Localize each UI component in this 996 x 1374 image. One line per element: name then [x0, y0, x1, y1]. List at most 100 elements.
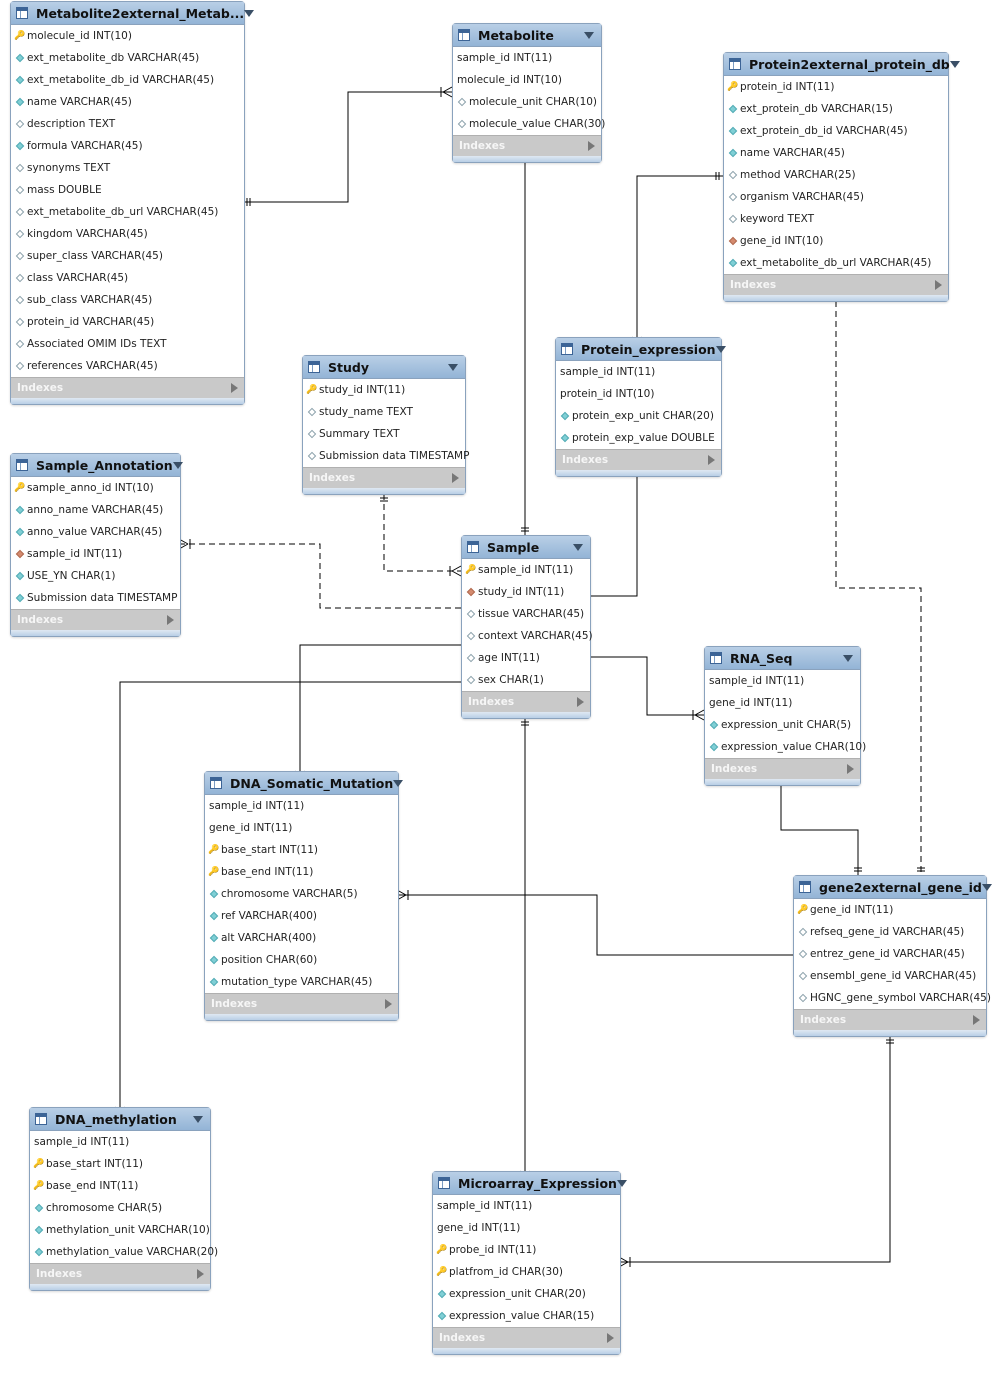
indexes-section[interactable]: Indexes: [794, 1009, 986, 1030]
expand-arrow-icon[interactable]: [385, 999, 392, 1009]
collapse-arrow-icon[interactable]: [448, 363, 458, 371]
table-metabolite[interactable]: Metabolite sample_id INT(11)molecule_id …: [452, 23, 605, 163]
indexes-section[interactable]: Indexes: [303, 467, 465, 488]
column-row[interactable]: sample_id INT(11): [705, 670, 860, 692]
table-header[interactable]: Protein_expression: [556, 338, 726, 361]
column-row[interactable]: context VARCHAR(45): [462, 625, 593, 647]
indexes-section[interactable]: Indexes: [453, 135, 601, 156]
column-row[interactable]: ext_metabolite_db_url VARCHAR(45): [11, 201, 244, 223]
table-rna-seq[interactable]: RNA_Seq sample_id INT(11)gene_id INT(11)…: [704, 646, 866, 786]
column-row[interactable]: sample_id INT(11): [205, 795, 398, 817]
column-row[interactable]: study_name TEXT: [303, 401, 465, 423]
table-header[interactable]: Sample_Annotation: [11, 454, 183, 477]
table-header[interactable]: Protein2external_protein_db: [724, 53, 960, 76]
column-row[interactable]: keyword TEXT: [724, 208, 948, 230]
column-row[interactable]: anno_value VARCHAR(45): [11, 521, 180, 543]
expand-arrow-icon[interactable]: [167, 615, 174, 625]
column-row[interactable]: Associated OMIM IDs TEXT: [11, 333, 244, 355]
table-header[interactable]: RNA_Seq: [705, 647, 860, 670]
column-row[interactable]: organism VARCHAR(45): [724, 186, 948, 208]
table-header[interactable]: Study: [303, 356, 465, 379]
column-row[interactable]: anno_name VARCHAR(45): [11, 499, 180, 521]
column-row[interactable]: sample_id INT(11): [11, 543, 180, 565]
column-row[interactable]: tissue VARCHAR(45): [462, 603, 590, 625]
expand-arrow-icon[interactable]: [588, 141, 595, 151]
collapse-arrow-icon[interactable]: [193, 1115, 203, 1123]
column-row[interactable]: mutation_type VARCHAR(45): [205, 971, 398, 993]
column-row[interactable]: sub_class VARCHAR(45): [11, 289, 244, 311]
column-row[interactable]: chromosome VARCHAR(5): [205, 883, 398, 905]
column-row[interactable]: Submission data TIMESTAMP: [303, 445, 469, 467]
table-gene2external-gene-id[interactable]: gene2external_gene_id 🔑gene_id INT(11)re…: [793, 875, 992, 1037]
column-row[interactable]: ext_metabolite_db_url VARCHAR(45): [724, 252, 948, 274]
column-row[interactable]: 🔑platfrom_id CHAR(30): [433, 1261, 620, 1283]
expand-arrow-icon[interactable]: [231, 383, 238, 393]
column-row[interactable]: 🔑protein_id INT(11): [724, 76, 948, 98]
column-row[interactable]: USE_YN CHAR(1): [11, 565, 180, 587]
column-row[interactable]: 🔑sample_anno_id INT(10): [11, 477, 180, 499]
table-microarray-expression[interactable]: Microarray_Expression sample_id INT(11)g…: [432, 1171, 627, 1355]
expand-arrow-icon[interactable]: [708, 455, 715, 465]
expand-arrow-icon[interactable]: [847, 764, 854, 774]
column-row[interactable]: age INT(11): [462, 647, 590, 669]
column-row[interactable]: Submission data TIMESTAMP: [11, 587, 180, 609]
column-row[interactable]: 🔑base_start INT(11): [30, 1153, 210, 1175]
column-row[interactable]: methylation_unit VARCHAR(10): [30, 1219, 210, 1241]
expand-arrow-icon[interactable]: [197, 1269, 204, 1279]
column-row[interactable]: synonyms TEXT: [11, 157, 244, 179]
column-row[interactable]: study_id INT(11): [462, 581, 590, 603]
column-row[interactable]: method VARCHAR(25): [724, 164, 948, 186]
column-row[interactable]: ext_protein_db_id VARCHAR(45): [724, 120, 948, 142]
column-row[interactable]: alt VARCHAR(400): [205, 927, 398, 949]
collapse-arrow-icon[interactable]: [949, 60, 960, 68]
column-row[interactable]: protein_id VARCHAR(45): [11, 311, 244, 333]
column-row[interactable]: kingdom VARCHAR(45): [11, 223, 244, 245]
column-row[interactable]: molecule_id INT(10): [453, 69, 601, 91]
column-row[interactable]: formula VARCHAR(45): [11, 135, 244, 157]
table-header[interactable]: Microarray_Expression: [433, 1172, 627, 1195]
column-row[interactable]: name VARCHAR(45): [11, 91, 244, 113]
column-row[interactable]: name VARCHAR(45): [724, 142, 948, 164]
expand-arrow-icon[interactable]: [607, 1333, 614, 1343]
table-protein2external[interactable]: Protein2external_protein_db 🔑protein_id …: [723, 52, 960, 302]
indexes-section[interactable]: Indexes: [205, 993, 398, 1014]
column-row[interactable]: position CHAR(60): [205, 949, 398, 971]
table-metabolite2external[interactable]: Metabolite2external_Metab... 🔑molecule_i…: [10, 1, 255, 405]
indexes-section[interactable]: Indexes: [705, 758, 860, 779]
table-header[interactable]: Metabolite2external_Metab...: [11, 2, 255, 25]
column-row[interactable]: gene_id INT(10): [724, 230, 948, 252]
column-row[interactable]: Summary TEXT: [303, 423, 465, 445]
column-row[interactable]: 🔑base_end INT(11): [205, 861, 398, 883]
column-row[interactable]: gene_id INT(11): [205, 817, 398, 839]
column-row[interactable]: expression_value CHAR(10): [705, 736, 866, 758]
column-row[interactable]: sex CHAR(1): [462, 669, 590, 691]
column-row[interactable]: ensembl_gene_id VARCHAR(45): [794, 965, 986, 987]
column-row[interactable]: 🔑probe_id INT(11): [433, 1239, 620, 1261]
column-row[interactable]: molecule_unit CHAR(10): [453, 91, 601, 113]
indexes-section[interactable]: Indexes: [11, 609, 180, 630]
column-row[interactable]: sample_id INT(11): [433, 1195, 620, 1217]
collapse-arrow-icon[interactable]: [172, 461, 183, 469]
table-sample[interactable]: Sample 🔑sample_id INT(11)study_id INT(11…: [461, 535, 593, 719]
expand-arrow-icon[interactable]: [935, 280, 942, 290]
column-row[interactable]: references VARCHAR(45): [11, 355, 244, 377]
column-row[interactable]: ref VARCHAR(400): [205, 905, 398, 927]
column-row[interactable]: gene_id INT(11): [433, 1217, 620, 1239]
column-row[interactable]: refseq_gene_id VARCHAR(45): [794, 921, 986, 943]
indexes-section[interactable]: Indexes: [30, 1263, 210, 1284]
column-row[interactable]: ext_metabolite_db VARCHAR(45): [11, 47, 244, 69]
column-row[interactable]: molecule_value CHAR(30): [453, 113, 605, 135]
column-row[interactable]: 🔑base_end INT(11): [30, 1175, 210, 1197]
column-row[interactable]: description TEXT: [11, 113, 244, 135]
indexes-section[interactable]: Indexes: [433, 1327, 620, 1348]
column-row[interactable]: 🔑study_id INT(11): [303, 379, 465, 401]
table-sample-annotation[interactable]: Sample_Annotation 🔑sample_anno_id INT(10…: [10, 453, 183, 637]
column-row[interactable]: sample_id INT(11): [453, 47, 601, 69]
indexes-section[interactable]: Indexes: [556, 449, 721, 470]
column-row[interactable]: mass DOUBLE: [11, 179, 244, 201]
column-row[interactable]: gene_id INT(11): [705, 692, 860, 714]
column-row[interactable]: HGNC_gene_symbol VARCHAR(45): [794, 987, 991, 1009]
indexes-section[interactable]: Indexes: [11, 377, 244, 398]
column-row[interactable]: ext_metabolite_db_id VARCHAR(45): [11, 69, 244, 91]
